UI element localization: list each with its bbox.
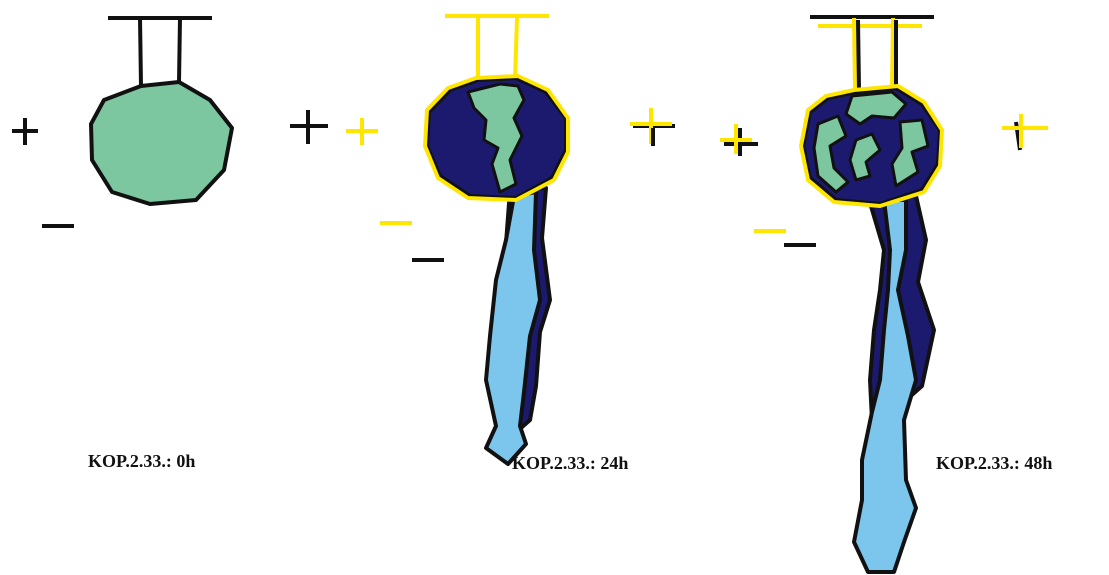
plus-sign-highlight [1002, 114, 1048, 150]
electrode-holder [810, 17, 934, 92]
plus-sign-highlight [630, 108, 675, 146]
plus-sign-highlight [346, 118, 378, 145]
plus-sign [12, 118, 38, 145]
sample-blob [91, 82, 232, 204]
panel-caption: KOP.2.33.: 48h [936, 453, 1052, 473]
plus-sign-highlight [720, 124, 758, 156]
electrode-holder [445, 16, 549, 80]
electrode-holder [108, 18, 212, 86]
panel-caption: KOP.2.33.: 24h [512, 453, 628, 473]
plus-sign [290, 110, 328, 144]
panel-24h: KOP.2.33.: 24h [290, 16, 675, 473]
panel-caption: KOP.2.33.: 0h [88, 451, 195, 471]
panel-0h: KOP.2.33.: 0h [12, 18, 232, 471]
migration-band [486, 192, 540, 464]
panel-48h: KOP.2.33.: 48h [720, 17, 1052, 572]
